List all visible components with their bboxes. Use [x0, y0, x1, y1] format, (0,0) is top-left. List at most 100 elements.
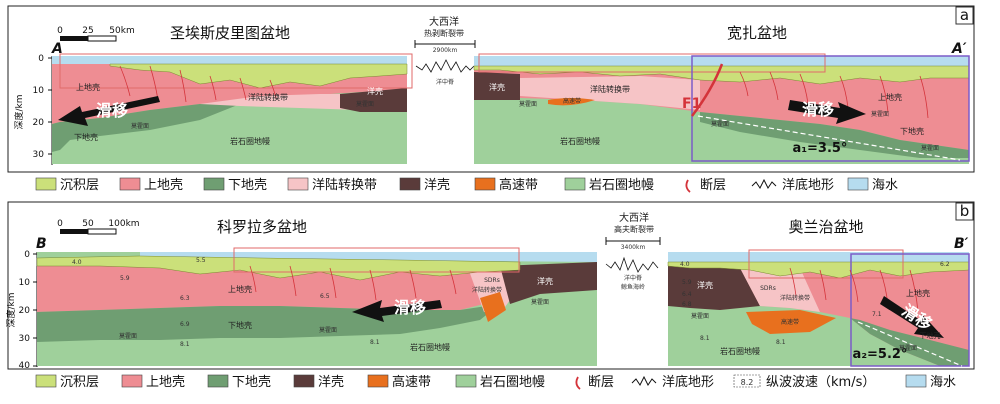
- panel-a-center-title-2: 热剥断裂带: [424, 28, 464, 38]
- legend-b-swatch-seawater: [905, 374, 927, 388]
- panel-a-center-title-1: 大西洋: [429, 15, 459, 28]
- velocity-label-10: 5.9: [682, 279, 692, 286]
- label-mantle-right-b: 岩石圈地幔: [720, 346, 760, 356]
- label-mantle-left-a: 岩石圈地幔: [230, 136, 270, 146]
- detachment-line-a: [697, 115, 961, 161]
- velocity-label-12: 6.8: [682, 301, 692, 308]
- panel-b-section-start: B: [36, 236, 47, 252]
- legend-a-swatch-seawater: [847, 177, 869, 191]
- scale-b-label-0: 0: [57, 219, 63, 229]
- angle-label-b: a₂=5.2°: [853, 347, 908, 362]
- velocity-label-14: 8.1: [776, 339, 786, 346]
- scale-b-label-100: 100km: [108, 219, 139, 229]
- lower-crust-layer-b-right: [850, 318, 969, 366]
- label-moho-b-2: 莫霍面: [319, 326, 337, 334]
- velocity-label-4: 6.3: [180, 295, 190, 302]
- legend-b-velocity-icon: [733, 374, 761, 388]
- fault-label-f1: F1: [682, 96, 701, 112]
- angle-box-b: [850, 253, 970, 367]
- panel-a-central-gap: 2900km 洋中脊: [414, 40, 476, 86]
- panel-b-right-section: 滑移 a₂=5.2° 上地壳 下地壳 洋陆转换带 SDRs 洋壳 高速带 莫霍面…: [667, 249, 970, 367]
- velocity-label-13: 8.1: [700, 335, 710, 342]
- label-transition-left-a: 洋陆转换带: [248, 92, 288, 102]
- label-upper-crust-left-a: 上地壳: [76, 82, 100, 92]
- panel-b-gap-label-2: 鲸鱼海岭: [621, 283, 645, 291]
- legend-b-label-mantle: 岩石圈地幔: [480, 375, 545, 390]
- legend-b-label-seafloor: 洋底地形: [662, 374, 714, 390]
- lower-crust-layer: [52, 104, 240, 152]
- sediment-layer-b: [36, 255, 521, 281]
- detachment-line-b: [857, 321, 963, 367]
- legend-b-swatch-high-velocity: [367, 374, 389, 388]
- seawater-layer-right: [474, 56, 969, 66]
- y-b-tick-20: 20: [19, 306, 31, 316]
- panel-a-left-title: 圣埃斯皮里图盆地: [170, 24, 290, 42]
- label-oceanic-crust-left-b: 洋壳: [537, 276, 553, 286]
- slide-label-left-a: 滑移: [96, 101, 128, 120]
- label-lower-crust-left-a: 下地壳: [74, 132, 98, 142]
- panel-b: b 0 50 100km 科罗拉多盆地 奥兰治盆地 大西洋 高夫断裂带 B B′…: [5, 201, 975, 371]
- panel-b-y-axis-label: 深度/km: [5, 292, 17, 327]
- high-velocity-zone-b-left: [480, 292, 506, 322]
- oceanic-crust-layer-b-right: [668, 266, 760, 310]
- label-lower-crust-right-b: 下地壳: [920, 331, 941, 340]
- y-tick-20: 20: [33, 118, 45, 128]
- panel-b-letter-box: [955, 202, 974, 221]
- detail-box-left-a: [59, 53, 413, 89]
- scale-label-0: 0: [57, 26, 63, 36]
- panel-a-scale-bar: 0 25 50km: [57, 26, 135, 42]
- sediment-layer-b-right: [667, 261, 970, 279]
- panel-b-letter: b: [960, 202, 970, 220]
- slide-label-left-b: 滑移: [394, 298, 426, 317]
- label-lower-crust-left-b: 下地壳: [228, 320, 252, 330]
- panel-a-gap-label: 洋中脊: [436, 78, 454, 86]
- y-b-tick-40: 40: [19, 361, 31, 371]
- legend-a-label-sediment: 沉积层: [60, 178, 99, 193]
- label-upper-crust-right-b: 上地壳: [906, 288, 930, 298]
- legend-b-swatch-upper-crust: [121, 374, 143, 388]
- velocity-labels-left-b: 4.0 5.5 5.9 6.3 6.5 6.9 8.1 8.1: [72, 257, 380, 348]
- legend-a-swatch-sediment: [35, 177, 57, 191]
- legend-a-swatch-high-velocity: [474, 177, 496, 191]
- velocity-label-15: 6.2: [940, 261, 950, 268]
- label-sdrs-right-b: SDRs: [760, 285, 776, 292]
- label-oceanic-crust-left-a: 洋壳: [367, 86, 383, 96]
- legend-a-label-seafloor: 洋底地形: [782, 177, 834, 193]
- y-tick-10: 10: [33, 86, 45, 96]
- legend-b-label-seawater: 海水: [930, 375, 956, 390]
- angle-box-a: [691, 55, 970, 162]
- sediment-layer: [109, 63, 408, 89]
- fault-lines-right-a: [739, 71, 929, 119]
- oceanic-crust-layer: [340, 88, 407, 112]
- high-velocity-zone-b-right: [746, 310, 836, 334]
- fault-lines-left-b: [249, 265, 457, 301]
- legend-b-label-fault: 断层: [588, 375, 614, 390]
- panel-b-section-end: B′: [954, 236, 969, 252]
- legend-a-label-mantle: 岩石圈地幔: [589, 178, 654, 193]
- fault-f1: [691, 63, 724, 117]
- legend-a-label-upper-crust: 上地壳: [144, 178, 183, 193]
- legend-b-swatch-lower-crust: [207, 374, 229, 388]
- label-oceanic-crust-right-a: 洋壳: [489, 82, 505, 92]
- label-upper-crust-right-a: 上地壳: [878, 92, 902, 102]
- panel-b-center-title-2: 高夫断裂带: [614, 224, 654, 234]
- oceanic-crust-layer-right: [474, 72, 520, 100]
- legend-a-swatch-oceanic-crust: [399, 177, 421, 191]
- legend-b-label-upper-crust: 上地壳: [146, 375, 185, 390]
- panel-b-right-title: 奥兰治盆地: [788, 218, 863, 236]
- label-moho-1: 莫霍面: [131, 122, 149, 130]
- detail-box-left-b: [233, 247, 520, 273]
- panel-b-scale-bar: 0 50 100km: [57, 219, 140, 235]
- high-velocity-zone-a: [548, 98, 595, 106]
- panel-a: a 0 25 50km 圣埃斯皮里图盆地 宽扎盆地 大西洋 热剥断裂带 A A′…: [7, 5, 975, 173]
- label-moho-b-3: 莫霍面: [531, 298, 549, 306]
- panel-a-right-title: 宽扎盆地: [727, 24, 787, 42]
- panel-b-left-title: 科罗拉多盆地: [217, 218, 307, 236]
- legend-b-label-oceanic-crust: 洋壳: [318, 375, 344, 390]
- lower-crust-layer-right: [700, 112, 969, 158]
- panel-a-left-section: 滑移 上地壳 下地壳 洋陆转换带 洋壳 莫霍面 莫霍面 岩石圈地幔: [52, 53, 413, 164]
- scale-label-25: 25: [82, 26, 93, 36]
- legend-b-label-high-velocity: 高速带: [392, 374, 431, 390]
- velocity-label-7: 8.1: [180, 341, 190, 348]
